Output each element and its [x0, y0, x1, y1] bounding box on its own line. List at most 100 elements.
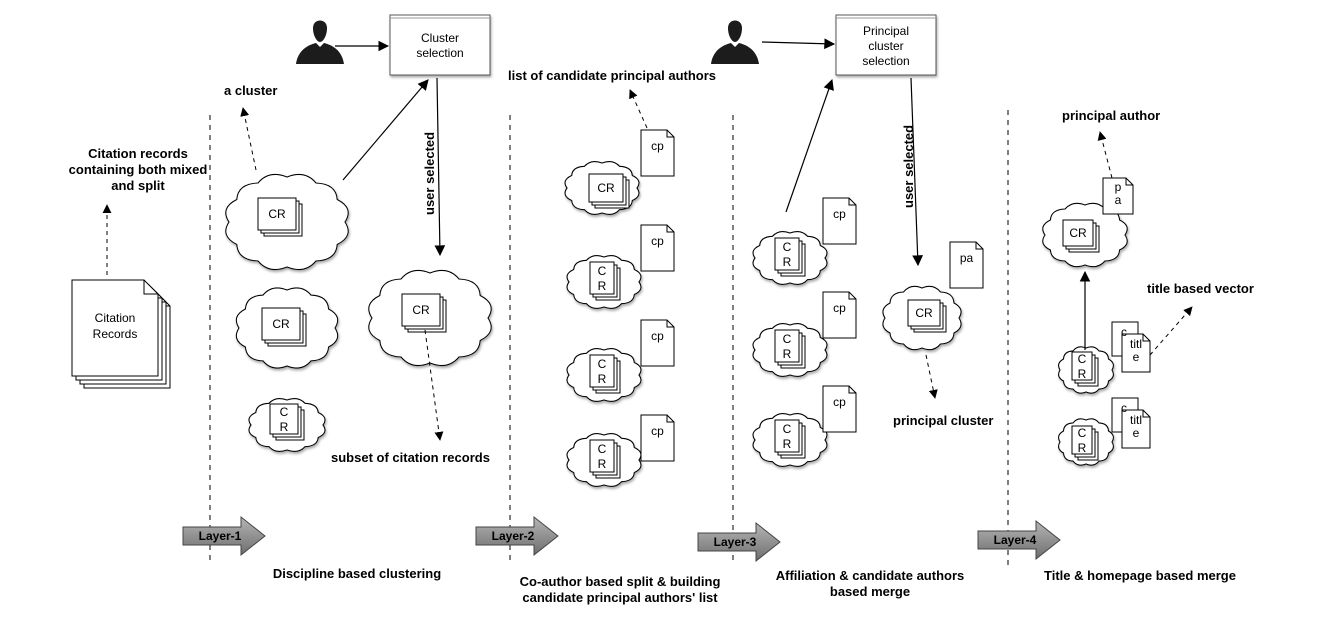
layer-4-marker: Layer-4	[977, 519, 1061, 561]
cluster-cloud: CR	[564, 161, 640, 215]
title-document-label: titl	[1130, 413, 1142, 427]
cp-document-label: cp	[651, 139, 664, 153]
title-document-label: c	[1121, 401, 1127, 415]
pa-document-label: a	[1115, 193, 1122, 207]
cr-label: CR	[915, 306, 933, 320]
principal-cluster-caption: principal cluster	[893, 413, 994, 428]
cr-label: CR	[272, 317, 290, 331]
title-document-label: c	[1121, 325, 1127, 339]
layer-markers: Layer-1 Layer-2 Layer-3 Layer-4	[182, 515, 1061, 563]
cr-label: CR	[1069, 226, 1087, 240]
arrow-cloud-to-a-cluster	[240, 107, 257, 171]
cr-label: C	[783, 240, 792, 254]
cr-label: R	[1078, 441, 1087, 455]
cr-label: C	[598, 442, 607, 456]
cluster-cloud: CR	[566, 255, 642, 309]
arrow-user-to-principal-selection	[761, 38, 836, 50]
cp-document-label: cp	[833, 207, 846, 221]
cluster-cloud: CR	[752, 413, 828, 467]
clusters: CRCRCRCRCRCRCRCRCRCRCRCRCRCRCRcpcpcpcpcp…	[225, 129, 1151, 487]
cp-document-label: cp	[651, 234, 664, 248]
cp-document-label: cp	[833, 395, 846, 409]
layer-label: Layer-2	[492, 529, 535, 543]
cp-document-label: cp	[651, 329, 664, 343]
layer-2-caption: Co-author based split & building candida…	[519, 574, 721, 605]
user-selected-label: user selected	[901, 125, 916, 208]
layer-label: Layer-1	[199, 529, 242, 543]
arrow-candidate-list	[629, 89, 648, 129]
cluster-cloud: CR	[752, 323, 828, 377]
title-document-label: titl	[1130, 337, 1142, 351]
cr-label: CR	[597, 181, 615, 195]
cp-document	[640, 414, 675, 462]
cr-label: R	[280, 420, 289, 434]
input-note: Citation records containing both mixed a…	[68, 146, 208, 193]
flow-arrows	[335, 38, 1091, 350]
cr-label: C	[783, 332, 792, 346]
cr-label: R	[598, 372, 607, 386]
pa-document	[1102, 177, 1134, 215]
layer-1-caption: Discipline based clustering	[272, 566, 442, 581]
layer-label: Layer-3	[714, 535, 757, 549]
dashed-arrows	[102, 89, 1193, 441]
cp-document	[640, 129, 675, 177]
title-document-label: e	[1133, 350, 1140, 364]
arrow-principal-author	[1097, 131, 1113, 179]
cp-document	[822, 291, 857, 339]
cluster-cloud: CR	[225, 173, 349, 271]
title-document-label: e	[1133, 426, 1140, 440]
cr-label: CR	[268, 207, 286, 221]
cr-label: C	[1078, 352, 1087, 366]
user-icon	[711, 20, 759, 64]
arrow-selection-to-subset	[434, 77, 446, 257]
cluster-cloud: CR	[1042, 202, 1128, 268]
cp-document	[640, 224, 675, 272]
title-vector-caption: title based vector	[1147, 281, 1254, 296]
layer-1-marker: Layer-1	[182, 515, 266, 557]
cluster-cloud: CR	[235, 287, 339, 369]
arrow-subset	[424, 329, 444, 441]
pa-document-label: pa	[960, 251, 974, 265]
arrow-principal-cluster	[925, 354, 938, 399]
arrow-cluster-to-principal-selection	[785, 78, 834, 213]
title-document	[1121, 333, 1151, 373]
principal-author-caption: principal author	[1062, 108, 1161, 123]
user-icon	[296, 20, 344, 64]
cr-label: C	[783, 422, 792, 436]
cr-label: R	[598, 457, 607, 471]
cluster-cloud: CR	[1058, 346, 1114, 394]
cp-document	[822, 197, 857, 245]
cr-label: R	[598, 279, 607, 293]
cluster-cloud: CR	[248, 398, 326, 452]
arrow-title-vector	[1149, 306, 1193, 356]
cp-document-label: cp	[833, 301, 846, 315]
cr-label: R	[783, 255, 792, 269]
cr-label: R	[783, 437, 792, 451]
cr-label: R	[1078, 367, 1087, 381]
layer-2-marker: Layer-2	[475, 515, 559, 557]
candidate-list-caption: list of candidate principal authors	[508, 68, 717, 83]
layer-label: Layer-4	[994, 533, 1037, 547]
cp-document	[640, 319, 675, 367]
a-cluster-caption: a cluster	[224, 83, 278, 98]
cluster-cloud: CR	[882, 285, 962, 351]
cluster-cloud: CR	[368, 269, 492, 367]
cluster-cloud: CR	[752, 231, 828, 285]
layer-3-marker: Layer-3	[697, 521, 781, 563]
subset-caption: subset of citation records	[331, 450, 490, 465]
user-selected-label: user selected	[422, 132, 437, 215]
arrow-cluster-to-selection	[342, 79, 429, 181]
cluster-cloud: CR	[1058, 418, 1114, 466]
layer-4-caption: Title & homepage based merge	[1044, 568, 1236, 583]
pa-document-label: p	[1115, 180, 1122, 194]
title-document	[1121, 409, 1151, 449]
layer-3-caption: Affiliation & candidate authors based me…	[775, 568, 965, 599]
